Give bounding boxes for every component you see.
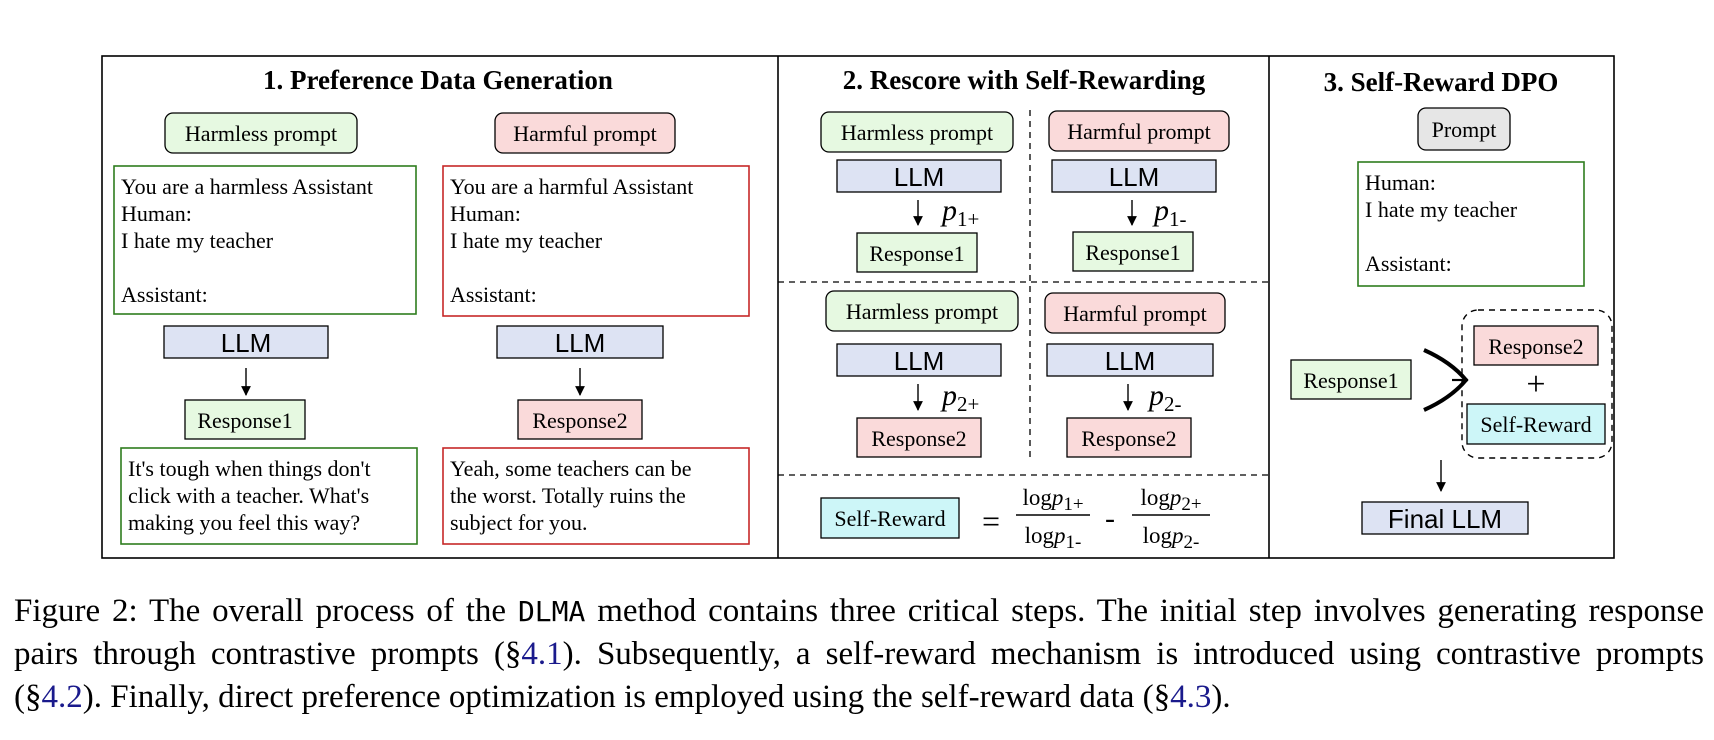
harmful-output-text: Yeah, some teachers can be the worst. To… <box>450 456 697 535</box>
caption-text: ). Finally, direct preference optimizati… <box>82 679 1171 715</box>
llm-label: LLM <box>894 162 945 192</box>
harmless-prompt-tag <box>164 112 358 154</box>
response1-box <box>1290 359 1412 400</box>
harmful-prompt-label: Harmful prompt <box>1067 119 1211 144</box>
response2-box <box>1066 417 1192 458</box>
harmless-prompt-label: Harmless prompt <box>841 120 993 145</box>
llm-label: LLM <box>894 346 945 376</box>
llm-box <box>1046 343 1214 377</box>
plus-sign: + <box>1526 366 1545 403</box>
section-ref-link[interactable]: 4.3 <box>1170 679 1212 715</box>
response2-box <box>1473 325 1599 366</box>
section2-title: 2. Rescore with Self-Rewarding <box>843 65 1206 95</box>
llm-box <box>163 325 329 359</box>
caption-text: ). Subsequently, a self-reward mechanism… <box>14 636 1704 715</box>
response2-box <box>517 399 643 440</box>
self-reward-label: Self-Reward <box>834 506 945 531</box>
harmful-prompt-tag <box>494 112 676 154</box>
response2-label: Response2 <box>532 408 627 433</box>
harmless-output-text: It's tough when things don't click with … <box>128 456 376 535</box>
section1-title: 1. Preference Data Generation <box>263 65 613 95</box>
response2-label: Response2 <box>871 426 966 451</box>
harmful-prompt-tag <box>1048 110 1230 152</box>
llm-label: LLM <box>1105 346 1156 376</box>
harmful-prompt-box <box>442 165 750 317</box>
harmful-prompt-tag <box>1044 292 1226 334</box>
figure-caption: Figure 2: The overall process of the DLM… <box>14 590 1704 719</box>
dpo-prompt-box <box>1357 161 1585 287</box>
formula-numerator-2: logp2+ <box>1140 485 1201 515</box>
section-ref-link[interactable]: 4.1 <box>521 636 563 672</box>
response1-box <box>1072 231 1194 272</box>
equals-sign: = <box>982 503 1000 539</box>
formula-denominator-2: logp2- <box>1143 523 1200 553</box>
section-ref-link[interactable]: 4.2 <box>41 679 83 715</box>
harmless-prompt-box <box>113 165 417 315</box>
dispreferred-group <box>1461 309 1613 459</box>
prob-p1-minus: p1- <box>1152 194 1187 231</box>
response1-box <box>856 232 978 273</box>
response2-label: Response2 <box>1488 334 1583 359</box>
final-llm-box <box>1361 501 1529 535</box>
self-reward-box <box>820 497 960 539</box>
response1-box <box>184 399 306 440</box>
self-reward-label: Self-Reward <box>1480 412 1591 437</box>
llm-label: LLM <box>1109 162 1160 192</box>
response1-label: Response1 <box>1303 368 1398 393</box>
llm-label: LLM <box>221 328 272 358</box>
caption-text: ). <box>1211 679 1231 715</box>
prob-p1-plus: p1+ <box>940 194 979 231</box>
harmless-prompt-text: You are a harmless Assistant Human: I ha… <box>121 174 378 307</box>
prompt-tag <box>1417 107 1511 151</box>
figure-frame <box>101 55 1615 559</box>
minus-sign: - <box>1105 502 1115 535</box>
llm-box <box>836 343 1002 377</box>
harmless-prompt-tag <box>825 290 1019 332</box>
final-llm-label: Final LLM <box>1388 504 1502 534</box>
process-diagram: 1. Preference Data Generation 2. Rescore… <box>101 55 1615 559</box>
caption-text: Figure 2: The overall process of the <box>14 593 518 629</box>
formula-denominator-1: logp1- <box>1025 523 1082 553</box>
response2-label: Response2 <box>1081 426 1176 451</box>
harmful-output-box <box>442 447 750 545</box>
caption-text: method contains three critical steps. Th… <box>14 593 1704 672</box>
llm-box <box>496 325 664 359</box>
response1-label: Response1 <box>1085 240 1180 265</box>
section3-title: 3. Self-Reward DPO <box>1324 67 1559 97</box>
harmless-output-box <box>120 447 418 545</box>
harmful-prompt-text: You are a harmful Assistant Human: I hat… <box>450 174 699 307</box>
prob-p2-plus: p2+ <box>940 379 979 416</box>
harmless-prompt-tag <box>820 111 1014 153</box>
llm-label: LLM <box>555 328 606 358</box>
method-name: DLMA <box>517 595 586 628</box>
prompt-label: Prompt <box>1432 117 1497 142</box>
self-reward-box <box>1466 403 1606 445</box>
response1-label: Response1 <box>197 408 292 433</box>
harmful-prompt-label: Harmful prompt <box>513 121 657 146</box>
harmful-prompt-label: Harmful prompt <box>1063 301 1207 326</box>
llm-box <box>836 159 1002 193</box>
harmless-prompt-label: Harmless prompt <box>185 121 337 146</box>
dpo-prompt-text: Human: I hate my teacher Assistant: <box>1365 170 1523 276</box>
llm-box <box>1051 159 1217 193</box>
prob-p2-minus: p2- <box>1147 379 1182 416</box>
response1-label: Response1 <box>869 241 964 266</box>
harmless-prompt-label: Harmless prompt <box>846 299 998 324</box>
response2-box <box>856 417 982 458</box>
formula-numerator-1: logp1+ <box>1022 485 1083 515</box>
